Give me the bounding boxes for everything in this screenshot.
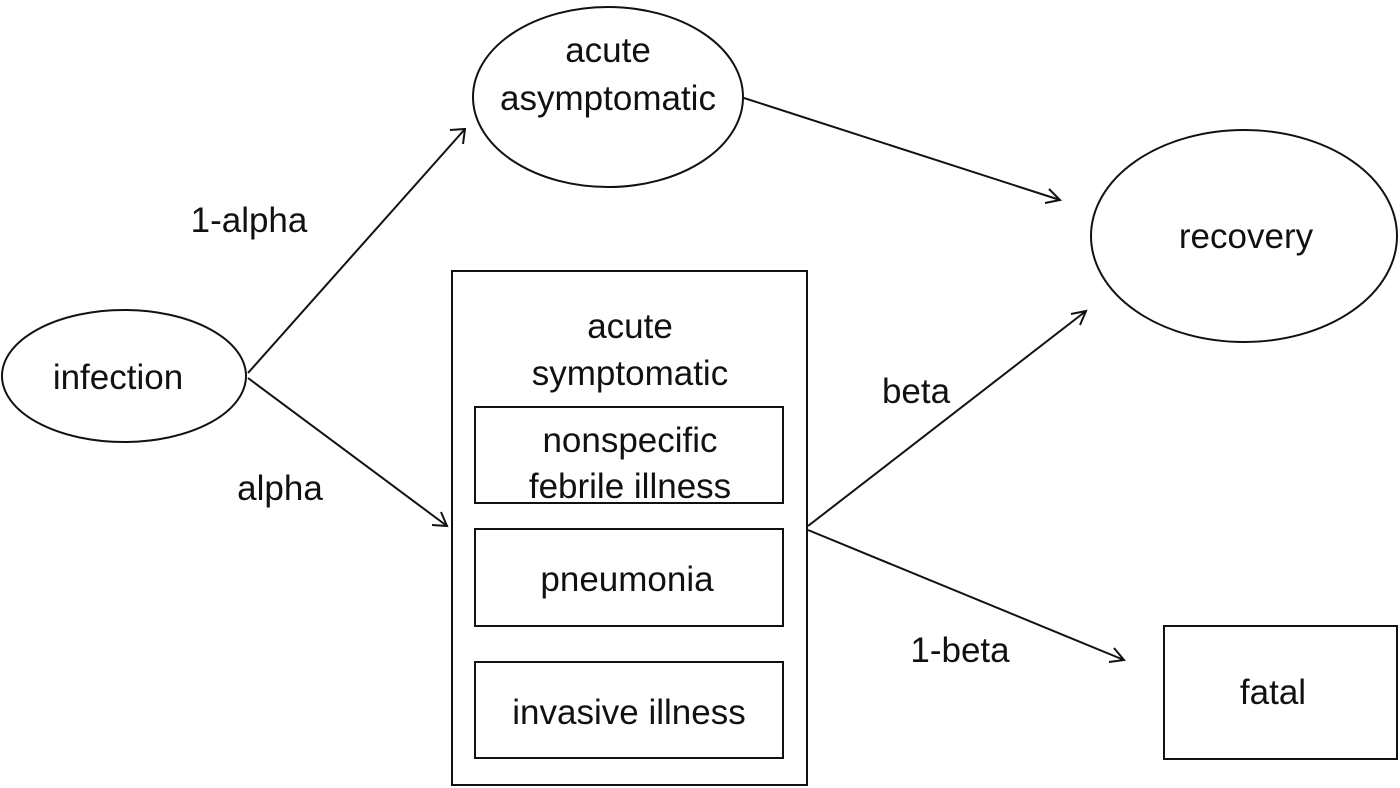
edge-label-1-alpha: 1-alpha	[191, 201, 308, 240]
edge-label-beta: beta	[882, 372, 951, 411]
subtype-nonspecific-line2: febrile illness	[529, 467, 731, 506]
node-fatal-box	[1163, 625, 1398, 760]
edge-symptomatic-to-fatal	[807, 529, 1126, 663]
subtype-nonspecific-box	[474, 406, 784, 504]
node-acute-symptomatic-line2: symptomatic	[532, 354, 728, 393]
node-acute-symptomatic: acute symptomatic nonspecific febrile il…	[451, 270, 808, 786]
node-acute-symptomatic-line1: acute	[587, 307, 673, 346]
subtype-invasive-box	[474, 661, 784, 759]
subtype-invasive-label: invasive illness	[512, 693, 745, 732]
node-infection-ellipse	[1, 309, 247, 443]
subtype-pneumonia-label: pneumonia	[540, 560, 714, 599]
subtype-nonspecific-febrile-illness: nonspecific febrile illness	[474, 406, 784, 506]
edge-infection-to-asymptomatic	[247, 127, 467, 374]
node-acute-asymptomatic: acute asymptomatic	[472, 6, 744, 188]
edge-asymptomatic-to-recovery	[743, 97, 1063, 204]
node-recovery-label: recovery	[1179, 217, 1314, 256]
edge-symptomatic-to-recovery	[807, 309, 1088, 527]
node-recovery-ellipse	[1090, 129, 1398, 343]
edge-label-1-beta: 1-beta	[910, 631, 1010, 670]
node-infection: infection	[1, 309, 247, 443]
subtype-nonspecific-line1: nonspecific	[542, 421, 717, 460]
node-acute-asymptomatic-ellipse	[472, 6, 744, 188]
subtype-invasive-illness: invasive illness	[474, 661, 784, 759]
edge-infection-to-symptomatic	[247, 377, 449, 528]
subtype-pneumonia: pneumonia	[474, 528, 784, 627]
node-fatal-label: fatal	[1240, 673, 1306, 712]
edge-label-alpha: alpha	[237, 469, 323, 508]
subtype-pneumonia-box	[474, 528, 784, 627]
node-acute-asymptomatic-line2: asymptomatic	[500, 79, 716, 118]
node-acute-asymptomatic-line1: acute	[565, 31, 651, 70]
node-recovery: recovery	[1090, 129, 1398, 343]
node-fatal: fatal	[1163, 625, 1398, 760]
node-infection-label: infection	[53, 358, 183, 397]
